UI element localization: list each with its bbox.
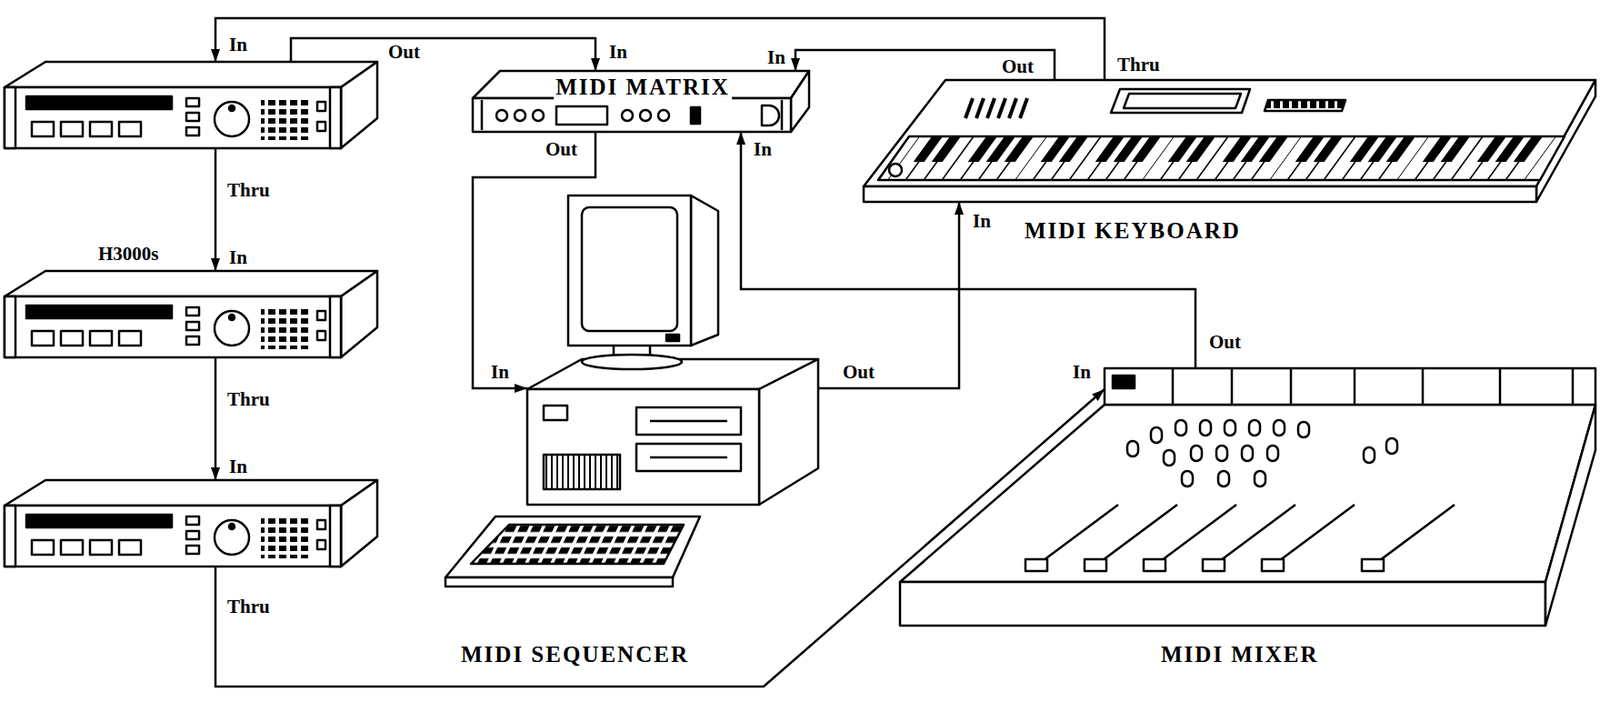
text-holder: Thru [225,180,272,201]
sequencer-computer: InOutMIDI SEQUENCER [527,359,819,505]
computer-drawing [445,195,819,587]
text-holder: In [765,47,788,69]
device-label: MIDI MATRIX [553,74,732,100]
port-label: In [227,34,250,56]
port-label: Out [386,41,422,63]
midi-cable [472,131,596,389]
port-label: In [227,247,250,269]
port-label: In [970,210,993,232]
midi-patchbay: MIDI MATRIXInInOutIn [472,70,810,132]
device-label: MIDI SEQUENCER [459,641,691,668]
text-holder: In [970,210,993,232]
effects-processor: H3000sInThru [4,270,378,358]
rack-unit-drawing [4,270,378,358]
text-holder: In [227,456,250,478]
text-holder: H3000s [96,243,161,265]
midi-cable [818,201,960,389]
port-label: Out [840,361,877,383]
device-label: MIDI KEYBOARD [1022,218,1243,244]
text-holder: In [751,139,774,160]
midi-keyboard: OutThruInMIDI KEYBOARD [945,80,1596,202]
midi-cable [214,148,218,271]
text-holder: Thru [225,596,272,618]
device-label: MIDI MIXER [1159,641,1320,668]
text-holder: In [227,247,250,269]
port-label: H3000s [96,243,161,265]
port-label: Thru [225,180,272,201]
port-label: Thru [225,389,272,410]
text-holder: Thru [225,389,272,410]
text-holder: Out [1207,331,1243,353]
mixer-drawing [900,368,1596,626]
port-label: In [489,361,511,383]
midi-mixer: InOutMIDI MIXER [1104,368,1596,628]
port-label: Thru [1115,54,1162,76]
text-holder: MIDI MIXER [1159,641,1320,668]
port-label: Out [1000,56,1036,78]
port-label: In [751,139,774,160]
midi-cable [795,50,1055,80]
text-holder: Thru [1115,54,1162,76]
midi-cable [290,38,596,71]
text-holder: Out [840,361,877,383]
text-holder: Out [386,41,422,63]
rack-unit-drawing [4,480,378,567]
rack-unit-drawing [4,61,378,149]
text-holder: Out [1000,56,1036,78]
port-label: In [765,47,788,69]
port-label: In [1070,361,1093,383]
effects-processor: InThru [4,480,378,567]
text-holder: MIDI MATRIX [553,74,732,100]
text-holder: In [1070,361,1093,383]
port-label: In [227,456,250,478]
midi-cable [215,18,1105,80]
midi-cable [740,131,1196,369]
port-label: In [607,41,630,63]
text-holder: In [607,41,630,63]
midi-cable [214,357,218,480]
midi-cable [215,389,1105,687]
effects-processor: InOutThru [4,61,378,149]
port-label: Out [1207,331,1243,353]
port-label: Out [543,139,580,160]
text-holder: In [227,34,250,56]
keyboard-drawing [863,80,1596,202]
patchbay-drawing [472,70,810,132]
text-holder: MIDI KEYBOARD [1022,218,1243,244]
text-holder: In [489,361,511,383]
text-holder: Out [543,139,580,160]
port-label: Thru [225,596,272,618]
text-holder: MIDI SEQUENCER [459,641,691,668]
